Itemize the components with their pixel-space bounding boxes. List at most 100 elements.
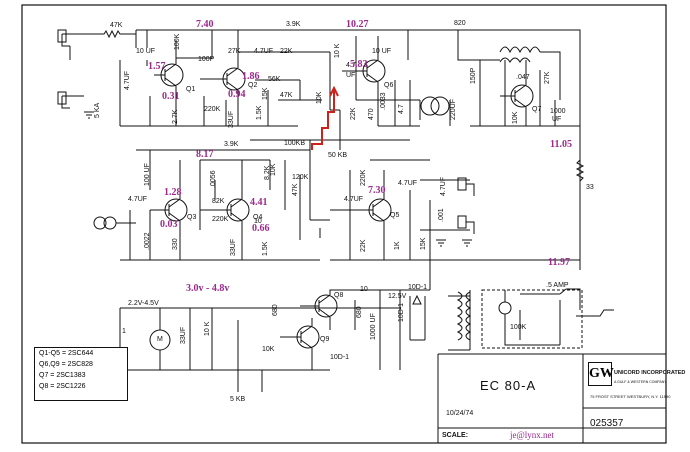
voltage-7-30: 7.30 — [368, 185, 386, 196]
label-r-100kb: 100KB — [284, 140, 306, 147]
label-r-15k-top: 15K — [262, 87, 269, 100]
label-c-4-7uf-q5c: 4.7UF — [440, 176, 447, 196]
scale-label: SCALE: — [442, 432, 469, 439]
label-r-470-q6: 470 — [368, 108, 375, 120]
label-v-12-5: 12.5V — [388, 293, 407, 300]
label-c-4-7uf-q3: 4.7UF — [128, 196, 148, 203]
contributor-email: je@lynx.net — [510, 430, 555, 440]
label-c-4-7uf-in: 4.7UF — [124, 70, 131, 90]
label-r-1-5k-q2: 1.5K — [256, 105, 263, 120]
label-r-5kb: 5 KB — [230, 396, 246, 403]
label-r-82k-q3: 82K — [212, 198, 225, 205]
label-c-uf-q7: UF — [552, 116, 562, 123]
label-c-10uf-q1: 10 UF — [136, 48, 156, 55]
voltage-0-66: 0.66 — [252, 223, 270, 234]
label-c-0022: .0022 — [144, 232, 151, 250]
label-c-1000uf-q7: 1000 — [550, 108, 566, 115]
label-r-100k-q1: 100K — [174, 33, 181, 50]
label-r-22k-top: 22K — [280, 48, 293, 55]
model-number: EC 80-A — [480, 378, 537, 393]
label-c-150p: 150P — [470, 67, 477, 84]
voltage-0-31: 0.31 — [162, 91, 180, 102]
label-c-33uf-q2: 33UF — [228, 110, 235, 128]
label-r-10: 10 — [360, 286, 368, 293]
label-q9: Q9 — [320, 336, 330, 343]
label-c-100p: 100P — [198, 56, 215, 63]
legend-line: Q6,Q9 = 2SC828 — [39, 361, 93, 368]
label-r-100k-ps: 100K — [510, 324, 527, 331]
label-r-220k-q4: 220K — [212, 216, 229, 223]
company-subtitle: A GULF & WESTERN COMPANY — [614, 380, 667, 384]
voltage-0-94: 0.94 — [228, 89, 246, 100]
label-d-10d1-b: 10D-1 — [398, 302, 405, 322]
label-r-1-5k-q4: 1.5K — [262, 241, 269, 256]
label-r-10k-low: 10 K — [204, 321, 211, 336]
label-r-1k-q5: 1K — [394, 241, 401, 250]
voltage-11-05: 11.05 — [550, 139, 572, 150]
label-d-10d1-a: 10D-1 — [408, 284, 428, 291]
voltage-5-83: 5.83 — [350, 59, 368, 70]
label-r-33: 33 — [586, 184, 594, 191]
label-r-220k-q2: 220K — [204, 106, 221, 113]
label-q2: Q2 — [248, 82, 258, 89]
label-c-4-7uf-top: 4.7UF — [254, 48, 274, 55]
label-r-50kb: 50 KB — [328, 152, 348, 159]
voltage-0-03: 0.03 — [160, 219, 178, 230]
legend-line: Q1-Q5 = 2SC644 — [39, 350, 94, 357]
label-r-56k: 56K — [268, 76, 281, 83]
label-r-47k-q4: 47K — [292, 183, 299, 196]
voltage-1-28: 1.28 — [164, 187, 182, 198]
voltage-11-97: 11.97 — [548, 257, 570, 268]
voltage-10-27: 10.27 — [346, 19, 369, 30]
label-r-10k-pot2: 10K — [262, 346, 275, 353]
label-q8: Q8 — [334, 292, 344, 299]
label-c-33uf-q4: 33UF — [230, 238, 237, 256]
label-q6: Q6 — [384, 82, 394, 89]
label-r-680a: 680 — [272, 304, 279, 316]
label-v-2-2-4-5: 2.2V-4.5V — [128, 300, 159, 307]
label-r-22k-q6: 22K — [350, 107, 357, 120]
voltage-1-57: 1.57 — [148, 61, 166, 72]
legend-line: Q8 = 2SC1226 — [39, 383, 86, 390]
company-name: UNICORD INCORPORATED — [614, 370, 686, 376]
company-address: 75 FROST STREET WESTBURY, N.Y. 11590 — [590, 394, 671, 399]
label-c-4-7-q6: 4.7 — [346, 62, 356, 69]
label-c-10uf-q6: 10 UF — [372, 48, 392, 55]
label-c-001: .001 — [438, 208, 445, 222]
label-r-27k: 27K — [228, 48, 241, 55]
label-q4: Q4 — [253, 214, 263, 221]
label-r-220k-q5: 220K — [360, 169, 367, 186]
label-q3: Q3 — [187, 214, 197, 221]
label-r-ten: 10 — [254, 218, 262, 225]
label-r-47k-mid: 47K — [280, 92, 293, 99]
label-c-220uf: 220UF — [450, 98, 457, 120]
label-c-33uf-motor: 33UF — [180, 326, 187, 344]
transistor-legend: Q1-Q5 = 2SC644 Q6,Q9 = 2SC828 Q7 = 2SC13… — [34, 347, 128, 401]
label-r-47k-in: 47K — [110, 22, 123, 29]
label-r-330: 330 — [172, 238, 179, 250]
label-r-10k-q7: 10K — [512, 111, 519, 124]
legend-line: Q7 = 2SC1383 — [39, 372, 86, 379]
label-c-0033: .0033 — [380, 92, 387, 110]
voltage-4-41: 4.41 — [250, 197, 268, 208]
voltage-1-86: 1.86 — [242, 71, 260, 82]
label-r-10k-q6: 10 K — [334, 43, 341, 58]
label-r-820: 820 — [454, 20, 466, 27]
label-c-4-7-q6b: 4.7 — [398, 104, 405, 114]
label-q7: Q7 — [532, 106, 542, 113]
drawing-number: 025357 — [590, 418, 624, 429]
label-r-15k-q5: 15K — [420, 237, 427, 250]
label-q5: Q5 — [390, 212, 400, 219]
label-r-10k-pot: 10K — [316, 91, 323, 104]
label-motor: M — [157, 336, 163, 343]
label-c-100uf-q3: 100 UF — [144, 163, 151, 186]
label-c-1000uf-ps: 1000 UF — [370, 313, 377, 340]
label-c-0056: .0056 — [210, 170, 217, 188]
voltage-3-0-4-8: 3.0v - 4.8v — [186, 283, 230, 294]
label-c-4-7uf-q5: 4.7UF — [398, 180, 418, 187]
label-r-680b: 680 — [356, 306, 363, 318]
label-r-10k-q4: 10K — [270, 163, 277, 176]
label-r-27k-q7: 27K — [544, 71, 551, 84]
label-r-22k-q5: 22K — [360, 239, 367, 252]
